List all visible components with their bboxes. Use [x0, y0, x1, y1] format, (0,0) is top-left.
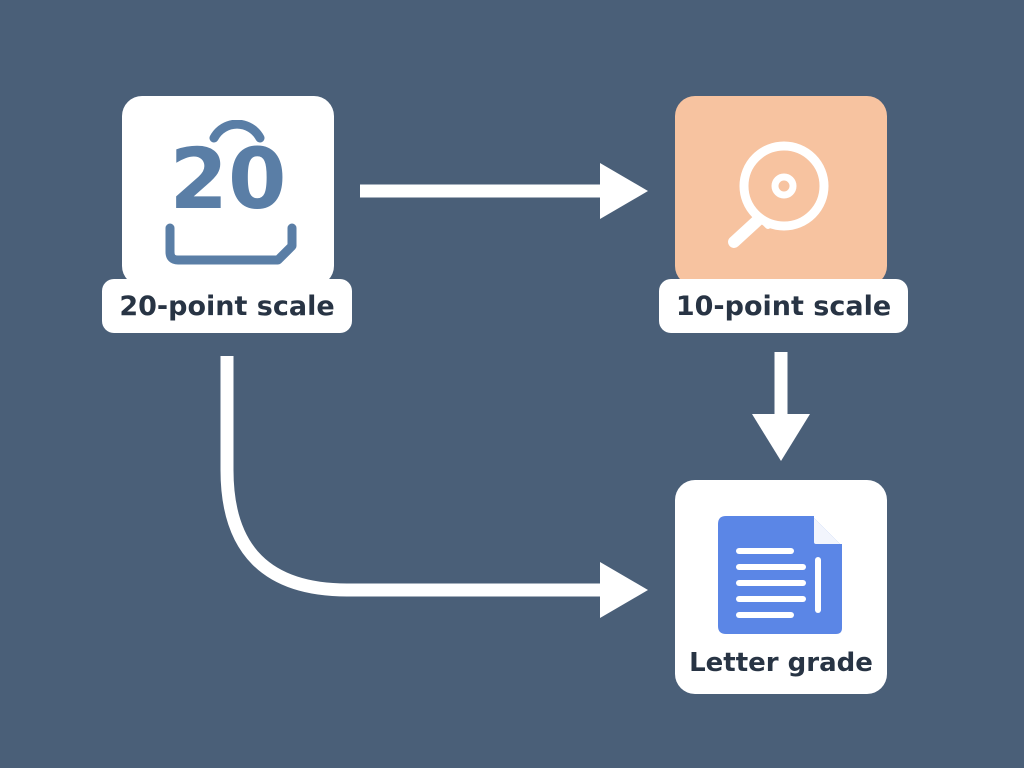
node-letter-grade-label: Letter grade	[689, 648, 873, 678]
edge-ten-to-letter	[752, 352, 810, 461]
number-20-icon: 20	[165, 120, 297, 265]
node-twenty-point-label: 20-point scale	[102, 279, 352, 333]
magnifier-icon	[728, 141, 829, 248]
badge-number-20: 20	[170, 130, 287, 228]
document-icon	[718, 516, 842, 634]
edge-twenty-to-ten	[360, 163, 648, 219]
edge-twenty-to-letter	[220, 356, 648, 618]
node-ten-point-label: 10-point scale	[659, 279, 908, 333]
